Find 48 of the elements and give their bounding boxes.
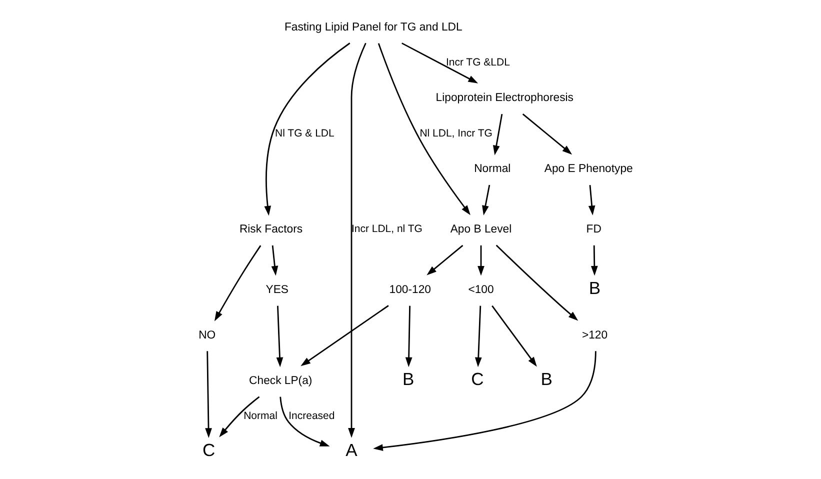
edge-label: Incr TG &LDL [445, 56, 510, 68]
node-text: FD [586, 223, 601, 236]
node-text: C [202, 440, 215, 460]
arrow [214, 245, 261, 322]
node-text: Fasting Lipid Panel for TG and LDL [284, 21, 462, 34]
arrow [348, 42, 366, 438]
arrow [264, 42, 350, 216]
node-text: B [402, 369, 414, 390]
arrow [276, 306, 283, 368]
node-text: Apo B Level [450, 223, 512, 236]
arrow [270, 245, 278, 276]
node-text: 100-120 [388, 284, 430, 296]
edge-label: Increased [288, 410, 334, 422]
arrow [401, 42, 478, 84]
node-text: B [588, 278, 600, 298]
arrow [482, 184, 490, 216]
node-text: Risk Factors [238, 223, 302, 236]
node-text: Apo E Phenotype [544, 163, 632, 176]
arrow [426, 244, 463, 276]
arrow [404, 306, 412, 368]
node-text: <100 [468, 284, 494, 296]
edge-label: Normal [243, 410, 277, 422]
node-text: Lipoprotein Electrophoresis [435, 92, 573, 104]
node-text: NO [198, 329, 216, 342]
arrow [300, 305, 388, 366]
arrow [495, 244, 578, 321]
edge-label: Nl TG & LDL [274, 127, 334, 140]
arrow [279, 396, 330, 446]
arrow [491, 305, 536, 367]
arrow [588, 184, 595, 216]
edge-label: Nl LDL, Incr TG [419, 127, 492, 140]
node-text: YES [265, 284, 288, 296]
node-text: Normal [474, 163, 510, 176]
node-text: B [540, 369, 552, 390]
node-text: C [470, 369, 484, 390]
arrow [204, 351, 212, 438]
arrow [590, 245, 598, 276]
arrow [522, 114, 572, 155]
node-text: Check LP(a) [248, 374, 312, 387]
arrow [218, 396, 260, 438]
arrow [372, 351, 596, 451]
arrow [377, 43, 470, 216]
arrow [492, 114, 502, 156]
edge-label: Incr LDL, nl TG [350, 223, 422, 236]
node-text: >120 [581, 329, 608, 342]
node-text: A [345, 440, 357, 460]
arrow [477, 245, 484, 276]
arrow [474, 306, 482, 368]
